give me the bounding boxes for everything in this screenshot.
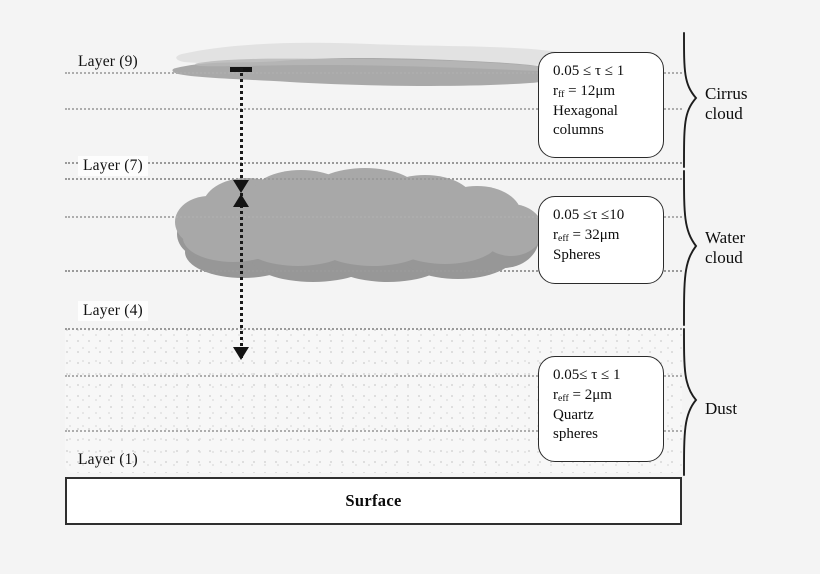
water-radius-value: = 32μm <box>568 226 620 243</box>
dust-label-line1: Dust <box>705 399 738 418</box>
layer-separator-5 <box>65 216 682 218</box>
water-effective-radius: reff = 32μm <box>553 226 651 246</box>
water-label-line1: Water <box>705 228 746 247</box>
water-shape-line1: Spheres <box>553 246 601 263</box>
layer-separator-3 <box>65 162 682 164</box>
atmosphere-column: Layer (9) Layer (7) Layer (4) Layer (1) … <box>65 30 682 473</box>
dust-radius-subscript: eff <box>558 392 569 404</box>
cirrus-cloud-graphic <box>172 42 565 86</box>
layer-separator-6 <box>65 270 682 272</box>
cirrus-optical-depth: 0.05 ≤ τ ≤ 1 <box>553 63 625 79</box>
layer-separator-7 <box>65 328 682 330</box>
arrow-head-mid-down <box>233 180 249 193</box>
dust-optical-depth: 0.05≤ τ ≤ 1 <box>553 367 621 383</box>
layer-label-7: Layer (7) <box>78 156 148 176</box>
cirrus-effective-radius: rff = 12μm <box>553 82 651 102</box>
cirrus-region-label: Cirrus cloud <box>705 84 748 124</box>
water-radius-symbol: r <box>553 226 558 243</box>
dust-radius-value: = 2μm <box>568 386 612 403</box>
dust-radius-symbol: r <box>553 386 558 403</box>
dust-effective-radius: reff = 2μm <box>553 386 651 406</box>
cirrus-radius-symbol: r <box>553 82 558 99</box>
layer-separator-8 <box>65 375 682 377</box>
cirrus-properties-callout: 0.05 ≤ τ ≤ 1 rff = 12μm Hexagonal column… <box>538 52 664 158</box>
arrow-head-mid-up <box>233 194 249 207</box>
layer-separator-1 <box>65 72 682 74</box>
water-cloud-region-label: Water cloud <box>705 228 745 268</box>
layer-label-4: Layer (4) <box>78 301 148 321</box>
water-optical-depth: 0.05 ≤τ ≤10 <box>553 207 625 223</box>
cirrus-shape-line1: Hexagonal <box>553 102 618 119</box>
cirrus-label-line2: cloud <box>705 104 743 124</box>
cirrus-brace <box>683 32 698 168</box>
water-cloud-graphic <box>175 168 543 282</box>
layer-label-9: Layer (9) <box>78 53 138 70</box>
surface-box: Surface <box>65 477 682 525</box>
layer-separator-9 <box>65 430 682 432</box>
layer-separator-2 <box>65 108 682 110</box>
optical-depth-arrow <box>240 68 243 358</box>
cirrus-radius-subscript: ff <box>558 88 565 100</box>
cirrus-shape-line2: columns <box>553 122 604 139</box>
water-cloud-brace <box>683 170 698 326</box>
dust-region-label: Dust <box>705 399 737 419</box>
dust-shape-line2: spheres <box>553 426 598 443</box>
cirrus-label-line1: Cirrus <box>705 84 748 103</box>
surface-label: Surface <box>345 491 402 510</box>
dust-shape-line1: Quartz <box>553 406 594 423</box>
water-radius-subscript: eff <box>558 232 569 244</box>
water-cloud-properties-callout: 0.05 ≤τ ≤10 reff = 32μm Spheres <box>538 196 664 284</box>
arrow-head-bottom <box>233 347 249 360</box>
dust-brace <box>683 328 698 476</box>
layer-separator-4 <box>65 178 682 180</box>
water-label-line2: cloud <box>705 248 743 268</box>
layer-label-1: Layer (1) <box>78 451 138 468</box>
dust-properties-callout: 0.05≤ τ ≤ 1 reff = 2μm Quartz spheres <box>538 356 664 462</box>
cirrus-radius-value: = 12μm <box>564 82 616 99</box>
